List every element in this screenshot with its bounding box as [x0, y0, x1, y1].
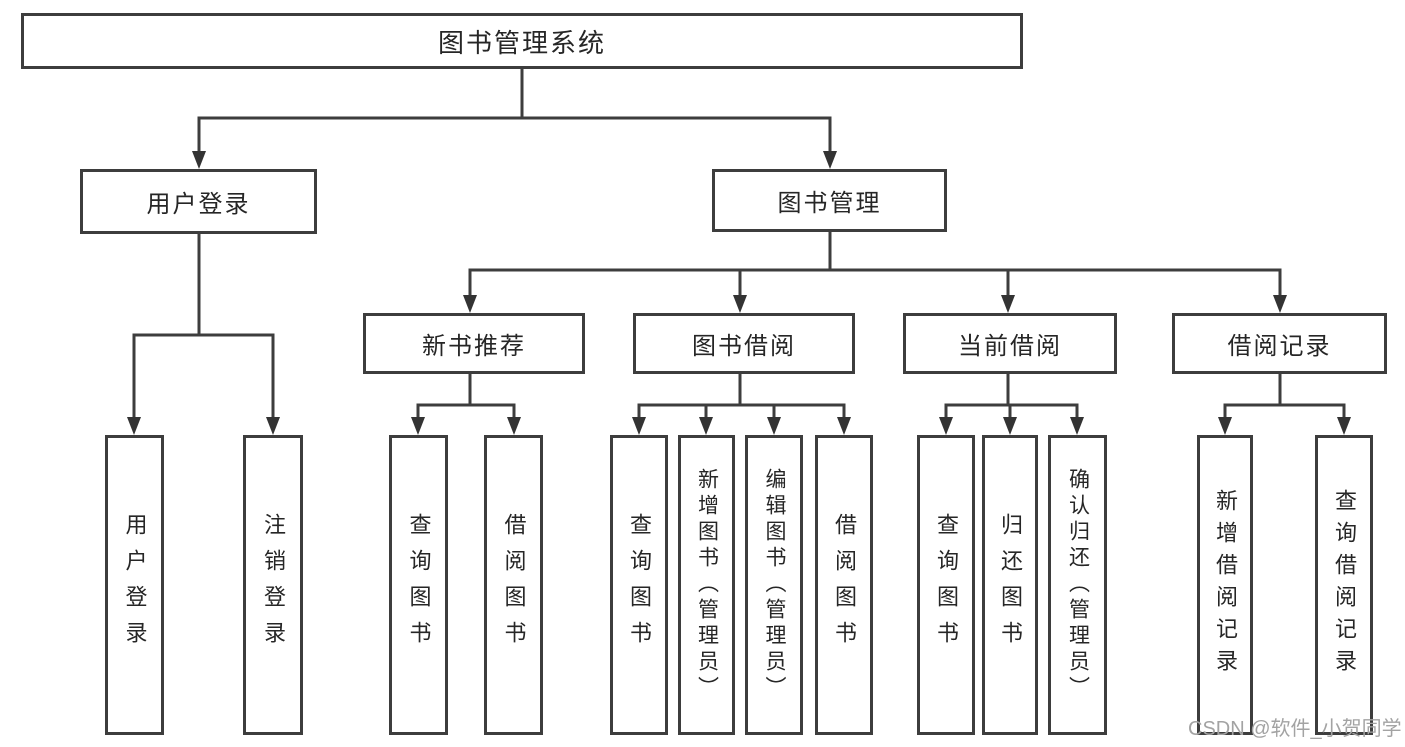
leaf-query-book: 查询图书 — [389, 435, 448, 735]
leaf-borrow-book: 借阅图书 — [815, 435, 873, 735]
leaf-return-book: 归还图书 — [982, 435, 1038, 735]
node-current-borrow: 当前借阅 — [903, 313, 1117, 374]
leaf-logout: 注销登录 — [243, 435, 303, 735]
node-new-book-recommend: 新书推荐 — [363, 313, 585, 374]
leaf-query-book: 查询图书 — [610, 435, 668, 735]
node-book-management: 图书管理 — [712, 169, 947, 232]
leaf-query-borrow-record: 查询借阅记录 — [1315, 435, 1373, 735]
leaf-edit-book-admin: 编辑图书（管理员） — [745, 435, 803, 735]
leaf-add-book-admin: 新增图书（管理员） — [678, 435, 735, 735]
leaf-query-book: 查询图书 — [917, 435, 975, 735]
leaf-borrow-book: 借阅图书 — [484, 435, 543, 735]
node-borrow-record: 借阅记录 — [1172, 313, 1387, 374]
leaf-confirm-return-admin: 确认归还（管理员） — [1048, 435, 1107, 735]
leaf-user-login: 用户登录 — [105, 435, 164, 735]
csdn-watermark: CSDN @软件_小贺同学 — [1188, 718, 1402, 740]
node-book-borrow: 图书借阅 — [633, 313, 855, 374]
node-user-login: 用户登录 — [80, 169, 317, 234]
node-root: 图书管理系统 — [21, 13, 1023, 69]
leaf-add-borrow-record: 新增借阅记录 — [1197, 435, 1253, 735]
